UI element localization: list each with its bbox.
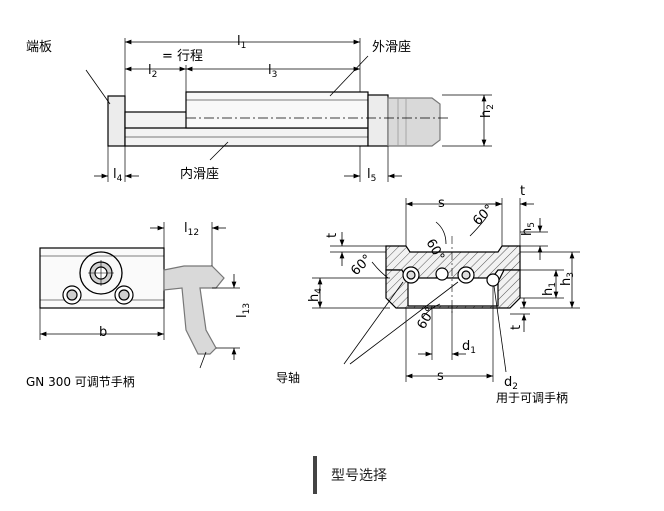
label-l4: l4: [113, 167, 123, 184]
label-t-right: t: [509, 325, 524, 330]
label-l3: l3: [268, 63, 277, 80]
label-s-bottom: s: [437, 369, 444, 384]
label-h1: h1: [541, 282, 558, 296]
label-l2: l2: [148, 63, 157, 80]
label-t-top: t: [520, 184, 525, 199]
front-view: [39, 222, 240, 369]
end-plate-shape: [107, 95, 126, 147]
cross-section-dims: [312, 198, 580, 382]
label-h3: h3: [559, 272, 576, 286]
side-view: [85, 38, 492, 182]
label-h5: h5: [520, 222, 537, 236]
section-heading: 型号选择: [313, 456, 387, 494]
label-b: b: [99, 325, 107, 340]
label-l13: l13: [235, 303, 252, 318]
label-s-top: s: [438, 196, 445, 211]
label-h2: h2: [479, 104, 496, 118]
label-outer-slide: 外滑座: [372, 40, 411, 55]
outer-slide-shape: [185, 91, 369, 129]
label-t-left: t: [325, 233, 340, 238]
label-angle-d: 60°: [414, 305, 439, 332]
cross-section: [385, 236, 521, 316]
label-l1: l1: [237, 34, 246, 51]
section-heading-label: 型号选择: [331, 468, 387, 484]
label-inner-slide: 内滑座: [180, 166, 219, 182]
label-l12: l12: [184, 221, 199, 238]
label-handle-caption: GN 300 可调节手柄: [26, 375, 135, 389]
label-l5: l5: [367, 167, 376, 184]
label-d2: d2: [504, 375, 518, 392]
label-l2-stroke: = 行程: [162, 49, 203, 64]
label-angle-c: 60°: [348, 252, 375, 279]
label-guide-shaft: 导轴: [276, 370, 300, 385]
label-end-plate: 端板: [26, 40, 52, 55]
label-d2-caption: 用于可调手柄: [496, 391, 568, 405]
label-angle-b: 60°: [470, 202, 497, 229]
section-heading-bar: [313, 456, 317, 494]
label-d1: d1: [462, 339, 476, 356]
label-h4: h4: [307, 288, 324, 302]
